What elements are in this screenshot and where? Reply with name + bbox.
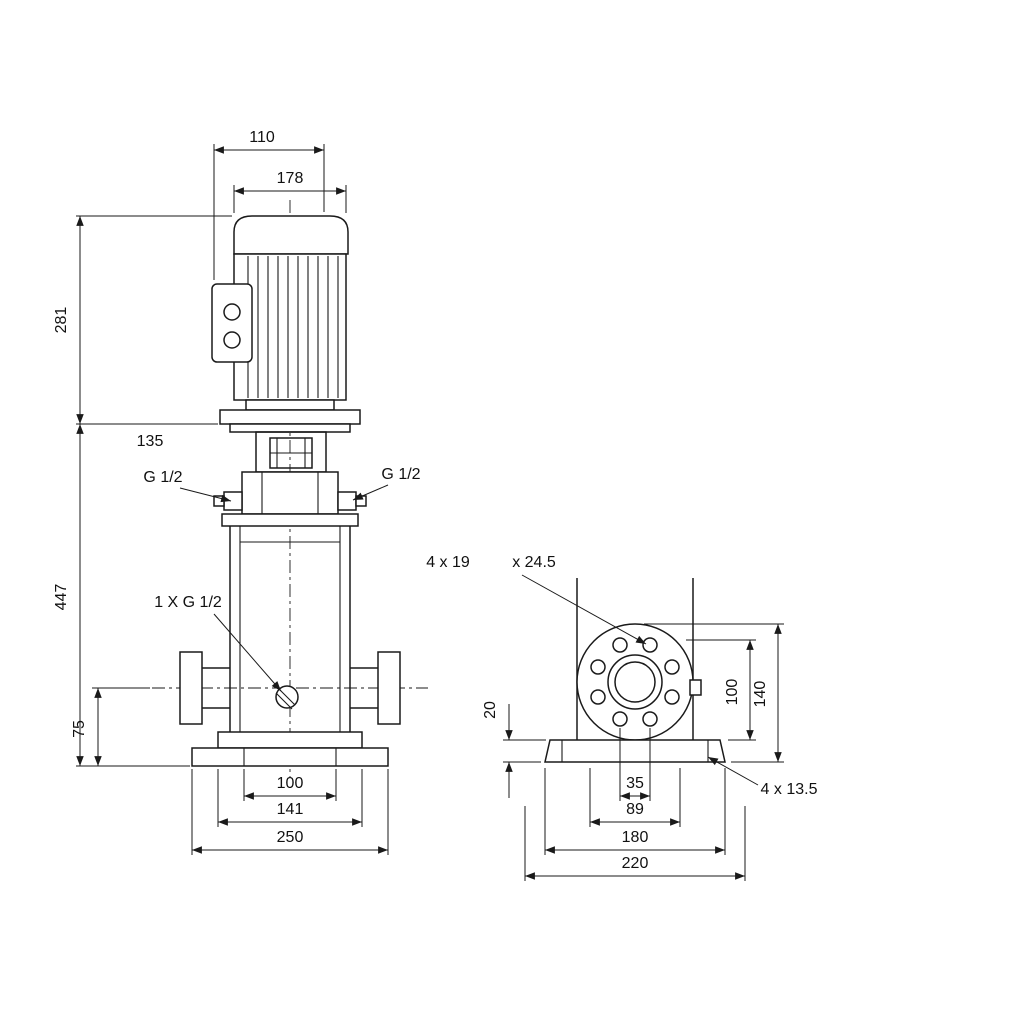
dim-75: 75 — [71, 720, 88, 738]
dim-group-250: 250 — [191, 769, 389, 855]
flange-bore — [614, 661, 656, 703]
motor-neck — [245, 399, 335, 411]
motor-assembly — [211, 215, 361, 433]
dim-group-75: 75 — [71, 687, 150, 766]
front-view: 110 178 281 135 447 — [53, 129, 428, 855]
base-plate-side — [544, 739, 726, 763]
side-view: 4 x 19 x 24.5 20 100 — [426, 554, 818, 881]
dim-group-281: 281 — [53, 215, 232, 425]
port-plug-right-tip — [355, 495, 367, 507]
coupling-lantern — [255, 431, 327, 473]
label-drain: 1 X G 1/2 — [154, 594, 222, 611]
label-base-holes: 4 x 13.5 — [761, 781, 818, 798]
dim-447: 447 — [53, 584, 70, 611]
dim-20: 20 — [482, 701, 499, 719]
base-flange — [217, 731, 363, 749]
drain-plug — [275, 685, 299, 710]
dim-140: 140 — [752, 681, 769, 708]
bolt-holes — [590, 637, 680, 727]
label-flange-holes: 4 x 19 — [426, 554, 470, 571]
fan-cover — [233, 215, 349, 255]
dim-group-178: 178 — [233, 170, 347, 213]
cable-entry-top — [223, 303, 241, 321]
dimension-lines-front: 110 178 281 135 447 — [53, 129, 421, 855]
dim-89: 89 — [626, 801, 644, 818]
port-flange-right — [350, 651, 401, 725]
dim-group-220: 220 — [524, 806, 746, 881]
dim-141: 141 — [277, 801, 304, 818]
flange-face — [576, 623, 702, 741]
label-port-left: G 1/2 — [143, 469, 182, 486]
pump-head — [213, 471, 367, 527]
leader-flange-holes: 4 x 19 x 24.5 — [426, 554, 647, 645]
dim-group-100-side: 100 — [686, 639, 756, 741]
leader-base-holes: 4 x 13.5 — [707, 756, 818, 798]
dim-group-100-base: 100 — [243, 769, 337, 801]
leader-drain: 1 X G 1/2 — [154, 594, 282, 692]
head-flange — [221, 513, 359, 527]
cable-entry-bottom — [223, 331, 241, 349]
dim-100-side: 100 — [724, 679, 741, 706]
dim-100-base: 100 — [277, 775, 304, 792]
dim-35: 35 — [626, 775, 644, 792]
dim-135: 135 — [137, 433, 164, 450]
base-side — [544, 739, 726, 763]
motor-stool-flange — [219, 409, 361, 425]
motor-stool-step — [229, 423, 351, 433]
label-port-right: G 1/2 — [381, 466, 420, 483]
flange-raised-face — [607, 654, 663, 710]
dim-group-141: 141 — [217, 769, 363, 827]
flange-outer-circle — [576, 623, 694, 741]
dim-group-447: 447 — [53, 424, 190, 767]
pump-column — [229, 526, 351, 732]
base-plate — [191, 747, 389, 767]
dim-group-35: 35 — [619, 728, 651, 801]
dim-110: 110 — [249, 129, 275, 146]
dimension-lines-side: 4 x 19 x 24.5 20 100 — [426, 554, 818, 881]
dim-group-110: 110 — [213, 129, 325, 280]
cooling-fins — [247, 256, 339, 398]
pump-base — [191, 731, 389, 767]
port-plug-right — [337, 491, 357, 511]
flange-side-plug — [689, 679, 702, 696]
dim-group-89: 89 — [589, 768, 681, 827]
dim-group-140: 140 — [644, 623, 784, 763]
dim-281: 281 — [53, 307, 70, 334]
leader-port-left: G 1/2 — [143, 469, 232, 503]
dim-250: 250 — [277, 829, 304, 846]
terminal-box — [211, 283, 253, 363]
label-flange-holes-depth: x 24.5 — [512, 554, 556, 571]
leader-port-right: G 1/2 — [352, 466, 421, 501]
port-plug-left — [223, 491, 243, 511]
port-flange-left — [179, 651, 230, 725]
dim-220: 220 — [622, 855, 649, 872]
dim-group-180: 180 — [544, 768, 726, 855]
dim-group-20: 20 — [482, 701, 546, 798]
dim-180: 180 — [622, 829, 649, 846]
side-column — [576, 578, 694, 740]
dim-178: 178 — [277, 170, 304, 187]
